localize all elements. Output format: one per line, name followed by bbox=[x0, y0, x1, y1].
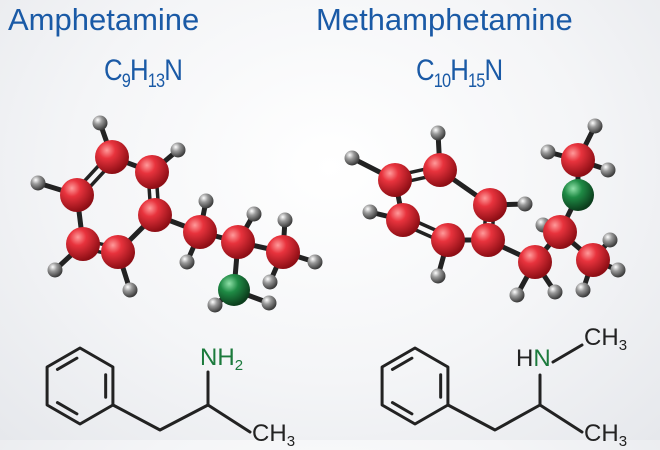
carbon-atom bbox=[95, 140, 129, 174]
amphetamine-formula: C9H13N bbox=[104, 54, 183, 92]
carbon-atom bbox=[221, 225, 255, 259]
hydrogen-atom bbox=[517, 196, 533, 212]
hydrogen-atom bbox=[207, 297, 223, 313]
hydrogen-atom bbox=[430, 125, 446, 141]
methamphetamine-benzene-ring bbox=[380, 346, 450, 426]
carbon-atom bbox=[60, 178, 94, 212]
hydrogen-atom bbox=[170, 142, 186, 158]
amphetamine-methyl-label: CH3 bbox=[252, 420, 296, 450]
methamphetamine-formula: C10H15N bbox=[416, 54, 503, 92]
methamphetamine-side-chain bbox=[446, 403, 584, 434]
hydrogen-atom bbox=[261, 295, 277, 311]
carbon-atom bbox=[386, 203, 420, 237]
hydrogen-atom bbox=[122, 282, 138, 298]
hydrogen-atom bbox=[610, 262, 626, 278]
hydrogen-atom bbox=[246, 206, 262, 222]
amphetamine-ring-double-bond bbox=[55, 401, 79, 416]
methamphetamine-ring-double-bond bbox=[390, 356, 414, 371]
nitrogen-atom bbox=[218, 274, 250, 306]
hydrogen-atom bbox=[575, 282, 591, 298]
hydrogen-atom bbox=[277, 212, 293, 228]
carbon-atom bbox=[66, 227, 100, 261]
hydrogen-atom bbox=[47, 262, 63, 278]
hydrogen-atom bbox=[509, 287, 525, 303]
carbon-atom bbox=[183, 215, 217, 249]
carbon-atom bbox=[431, 223, 465, 257]
carbon-atom bbox=[378, 163, 412, 197]
carbon-atom bbox=[138, 198, 172, 232]
molecule-diagram bbox=[30, 115, 626, 434]
hydrogen-atom bbox=[602, 232, 618, 248]
hydrogen-atom bbox=[92, 115, 108, 131]
amphetamine-ring-double-bond bbox=[55, 356, 79, 371]
amphetamine-benzene-ring bbox=[45, 346, 115, 426]
hydrogen-atom bbox=[587, 118, 603, 134]
methamphetamine-title: Methamphetamine bbox=[316, 2, 573, 37]
carbon-atom bbox=[423, 153, 457, 187]
carbon-atom bbox=[471, 223, 505, 257]
methamphetamine-n-methyl-label: CH3 bbox=[584, 324, 628, 354]
amphetamine-amine-label: NH2 bbox=[200, 344, 244, 374]
carbon-atom bbox=[266, 235, 300, 269]
amphetamine-title: Amphetamine bbox=[8, 2, 200, 37]
hydrogen-atom bbox=[262, 274, 278, 290]
carbon-atom bbox=[518, 245, 552, 279]
methamphetamine-ring-double-bond bbox=[390, 401, 414, 416]
hydrogen-atom bbox=[430, 268, 446, 284]
carbon-atom bbox=[561, 143, 595, 177]
hydrogen-atom bbox=[362, 204, 378, 220]
ball-and-stick-atoms bbox=[30, 115, 626, 313]
carbon-atom bbox=[101, 235, 135, 269]
hydrogen-atom bbox=[547, 284, 563, 300]
hydrogen-atom bbox=[600, 162, 616, 178]
hydrogen-atom bbox=[344, 150, 360, 166]
amphetamine-side-chain bbox=[111, 403, 252, 434]
methamphetamine-amine-label: HN bbox=[516, 345, 551, 372]
skeletal-formula-bonds bbox=[45, 343, 584, 434]
hydrogen-atom bbox=[30, 175, 46, 191]
hydrogen-atom bbox=[179, 254, 195, 270]
hydrogen-atom bbox=[198, 193, 214, 209]
hydrogen-atom bbox=[307, 254, 323, 270]
carbon-atom bbox=[576, 243, 610, 277]
nitrogen-atom bbox=[562, 179, 594, 211]
methamphetamine-methyl-label: CH3 bbox=[584, 420, 628, 450]
carbon-atom bbox=[473, 188, 507, 222]
hydrogen-atom bbox=[540, 144, 556, 160]
carbon-atom bbox=[135, 155, 169, 189]
carbon-atom bbox=[543, 215, 577, 249]
methamphetamine-n-methyl-bond bbox=[551, 343, 584, 364]
